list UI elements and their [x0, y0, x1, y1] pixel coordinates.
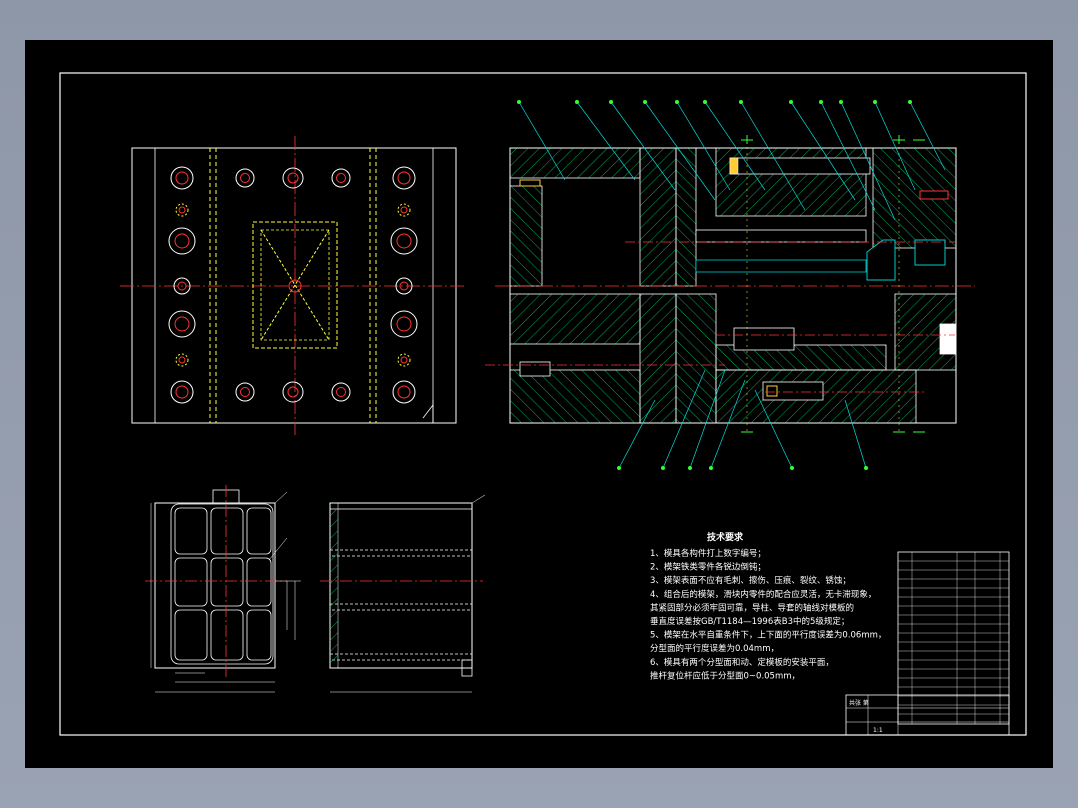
- drawing-sheet: 技术要求 1、模具各构件打上数字编号； 2、模架铁类零件各锐边倒钝； 3、模架表面不…: [25, 40, 1053, 768]
- tech-note-line: 5、模架在水平自重条件下，上下面的平行度误差为0.06mm，: [650, 630, 886, 641]
- drawing-border: [59, 72, 1027, 736]
- tech-note-line: 推杆复位杆应低于分型面0~0.05mm，: [650, 670, 800, 681]
- tech-notes-title: 技术要求: [707, 531, 744, 543]
- cad-drawing: 技术要求 1、模具各构件打上数字编号； 2、模架铁类零件各锐边倒钝； 3、模架表面不…: [59, 72, 1027, 736]
- tech-note-line: 其紧固部分必须牢固可靠，导柱、导套的轴线对模板的: [650, 602, 854, 613]
- title-block-label: 共张 第: [849, 699, 869, 707]
- technical-requirements: 技术要求 1、模具各构件打上数字编号； 2、模架铁类零件各锐边倒钝； 3、模架表面不…: [650, 531, 886, 681]
- mold-section-view: [485, 100, 975, 470]
- title-block: 共张 第 1:1: [845, 694, 1010, 736]
- tech-note-line: 分型面的平行度误差为0.04mm，: [650, 643, 779, 654]
- bill-of-materials: [897, 551, 1010, 725]
- tech-note-line: 2、模架铁类零件各锐边倒钝；: [650, 562, 766, 573]
- title-block-scale: 1:1: [873, 727, 883, 734]
- part-side-view: [320, 494, 486, 693]
- tech-note-line: 1、模具各构件打上数字编号；: [650, 548, 766, 559]
- tech-note-line: 垂直度误差按GB/T1184—1996表B3中的5级规定；: [650, 616, 849, 627]
- mold-plan-view: [120, 136, 465, 435]
- tech-note-line: 4、组合后的模架，滑块内零件的配合应灵活，无卡滞现象，: [650, 589, 876, 600]
- tech-note-line: 3、模架表面不应有毛刺、擦伤、压痕、裂纹、锈蚀；: [650, 575, 851, 586]
- part-top-view: [145, 485, 301, 693]
- tech-note-line: 6、模具有两个分型面和动、定模板的安装平面，: [650, 657, 834, 668]
